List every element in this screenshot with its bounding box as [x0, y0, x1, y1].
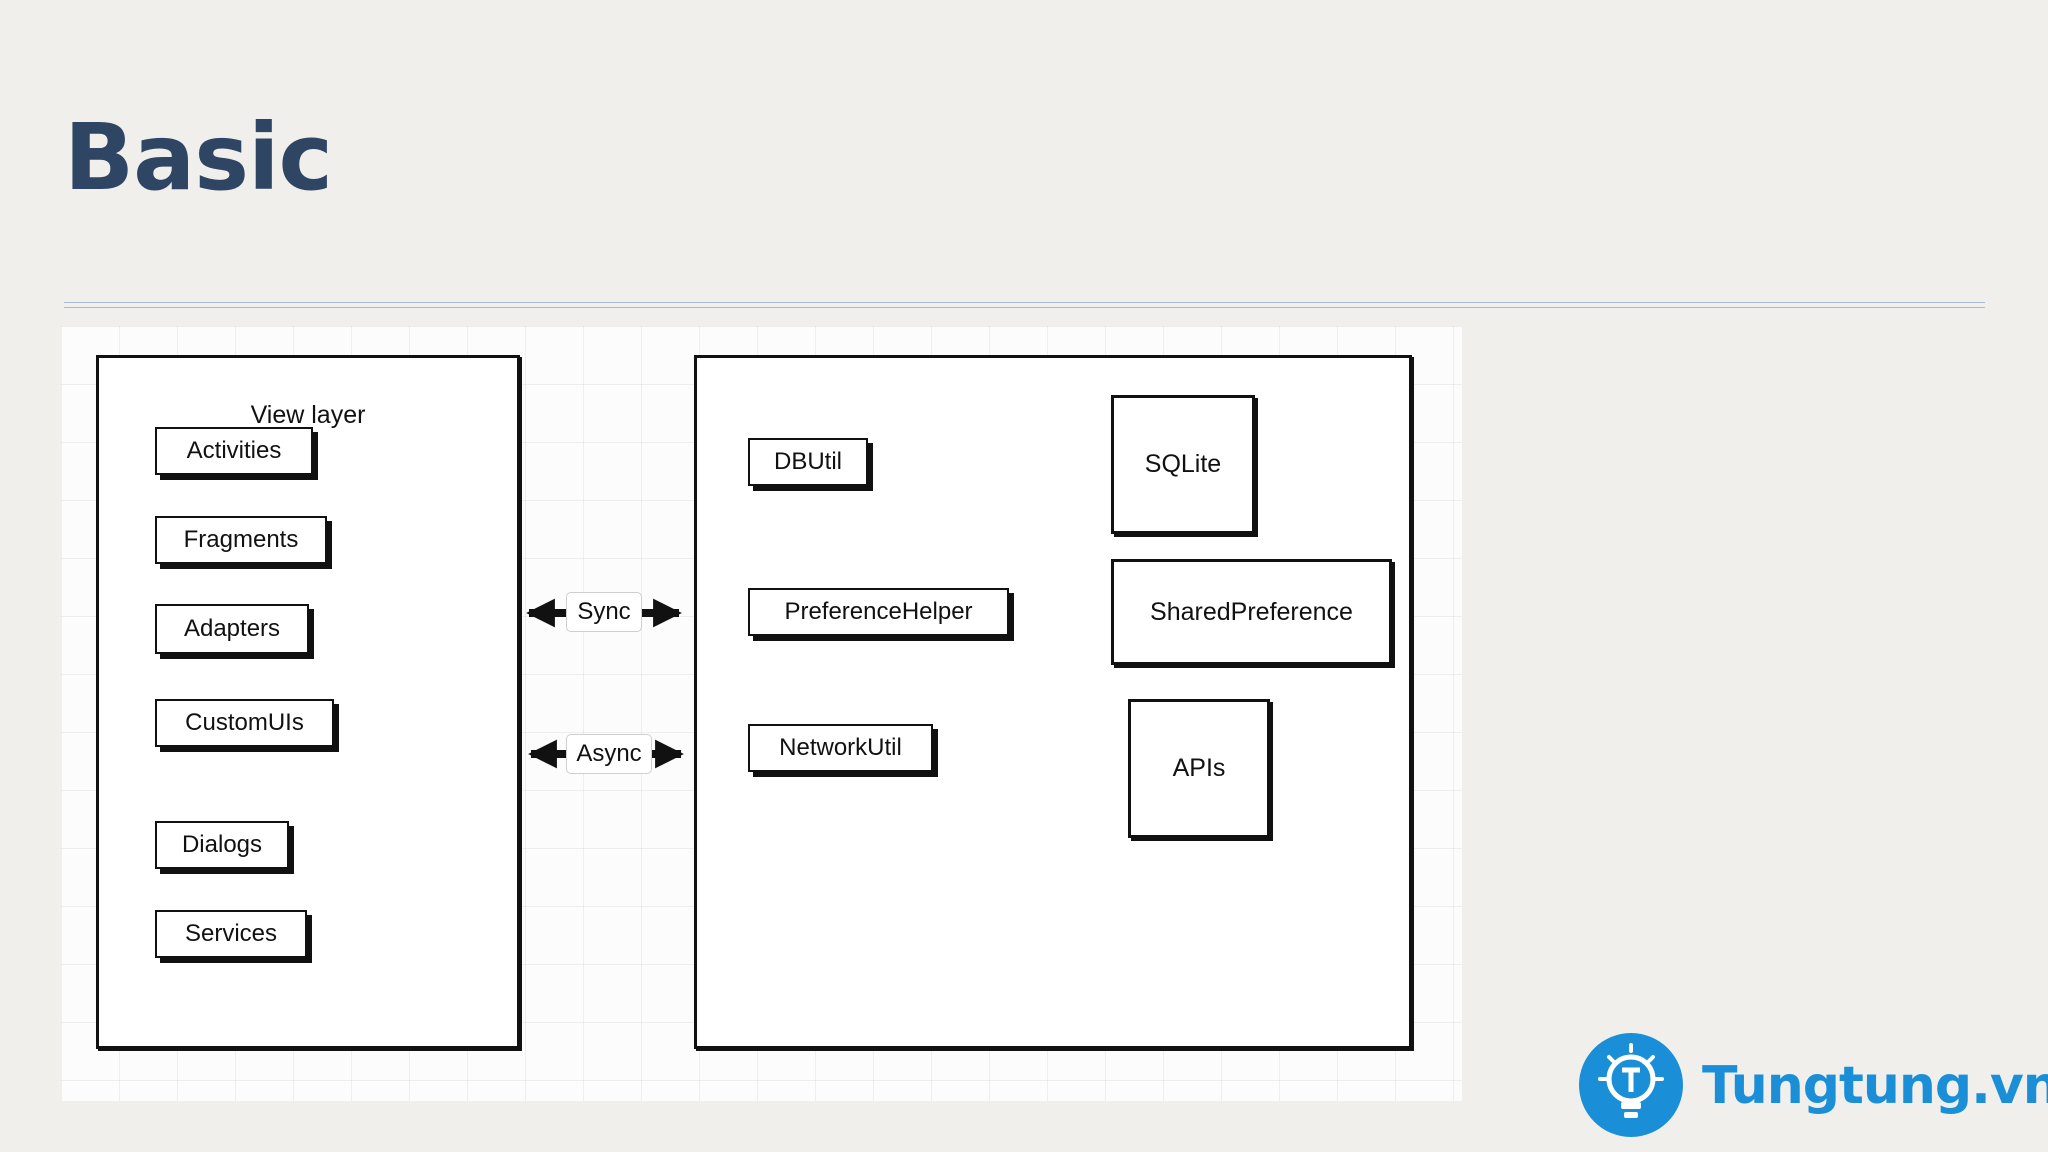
apis-box: APIs: [1128, 699, 1270, 838]
sync-label: Sync: [566, 592, 642, 632]
customuis-box: CustomUIs: [155, 699, 334, 747]
view-layer-label: View layer: [250, 401, 366, 429]
networkutil-box: NetworkUtil: [748, 724, 933, 772]
brand-name: Tungtung.vn: [1702, 1056, 2048, 1116]
services-box: Services: [155, 910, 307, 958]
title-divider-secondary: [64, 307, 1985, 308]
dialogs-box: Dialogs: [155, 821, 289, 869]
async-label: Async: [566, 734, 652, 774]
sharedpreference-box: SharedPreference: [1111, 559, 1392, 665]
lightbulb-icon: [1579, 1033, 1683, 1137]
adapters-box: Adapters: [155, 604, 309, 654]
sqlite-box: SQLite: [1111, 395, 1255, 534]
activities-box: Activities: [155, 427, 313, 475]
page-title: Basic: [64, 104, 333, 211]
preferencehelper-box: PreferenceHelper: [748, 588, 1009, 636]
title-divider: [64, 302, 1985, 303]
dbutil-box: DBUtil: [748, 438, 868, 486]
diagram-canvas: View layer Activities Fragments Adapters…: [61, 326, 1462, 1101]
fragments-box: Fragments: [155, 516, 327, 564]
